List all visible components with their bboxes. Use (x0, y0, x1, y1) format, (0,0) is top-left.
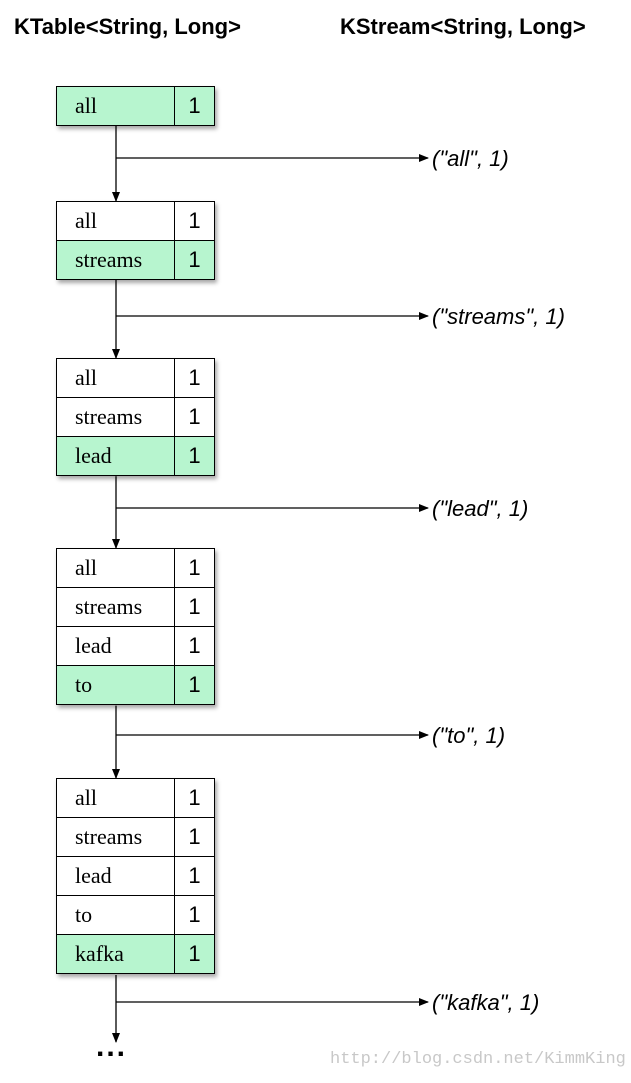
continuation-ellipsis: ... (96, 1030, 128, 1063)
ktable-state-5: all 1 streams 1 lead 1 to 1 kafka 1 (56, 778, 215, 974)
table-row: all 1 (57, 202, 214, 241)
table-row: all 1 (57, 779, 214, 818)
table-row: streams 1 (57, 398, 214, 437)
ktable-state-3: all 1 streams 1 lead 1 (56, 358, 215, 476)
row-count: 1 (188, 93, 201, 118)
row-count: 1 (188, 785, 201, 810)
stream-record-4: ("to", 1) (432, 723, 506, 748)
stream-record-2: ("streams", 1) (432, 304, 565, 329)
row-count: 1 (188, 824, 201, 849)
watermark: http://blog.csdn.net/KimmKing (330, 1050, 626, 1069)
row-count: 1 (188, 941, 201, 966)
table-row: lead 1 (57, 437, 214, 475)
row-key: lead (57, 627, 175, 665)
kstream-header: KStream<String, Long> (340, 14, 586, 39)
row-count: 1 (188, 633, 201, 658)
row-key: to (57, 666, 175, 704)
row-key: all (57, 779, 175, 817)
table-row: kafka 1 (57, 935, 214, 973)
row-count: 1 (188, 555, 201, 580)
row-key: kafka (57, 935, 175, 973)
row-key: all (57, 549, 175, 587)
row-key: lead (57, 857, 175, 895)
ktable-header: KTable<String, Long> (14, 14, 241, 39)
row-key: streams (57, 818, 175, 856)
table-row: all 1 (57, 87, 214, 125)
stream-record-5: ("kafka", 1) (432, 990, 540, 1015)
row-count: 1 (188, 594, 201, 619)
row-count: 1 (188, 672, 201, 697)
row-count: 1 (188, 863, 201, 888)
table-row: all 1 (57, 359, 214, 398)
stream-record-3: ("lead", 1) (432, 496, 529, 521)
row-count: 1 (188, 902, 201, 927)
table-row: all 1 (57, 549, 214, 588)
ktable-state-1: all 1 (56, 86, 215, 126)
table-row: lead 1 (57, 627, 214, 666)
row-key: all (57, 202, 175, 240)
row-key: lead (57, 437, 175, 475)
row-key: streams (57, 241, 175, 279)
row-count: 1 (188, 365, 201, 390)
row-key: all (57, 359, 175, 397)
table-row: to 1 (57, 896, 214, 935)
row-key: streams (57, 398, 175, 436)
row-key: streams (57, 588, 175, 626)
row-count: 1 (188, 208, 201, 233)
table-row: streams 1 (57, 818, 214, 857)
table-row: streams 1 (57, 588, 214, 627)
stream-record-1: ("all", 1) (432, 146, 509, 171)
table-row: streams 1 (57, 241, 214, 279)
table-row: to 1 (57, 666, 214, 704)
table-row: lead 1 (57, 857, 214, 896)
row-key: all (57, 87, 175, 125)
row-count: 1 (188, 247, 201, 272)
ktable-state-2: all 1 streams 1 (56, 201, 215, 280)
ktable-state-4: all 1 streams 1 lead 1 to 1 (56, 548, 215, 705)
row-count: 1 (188, 443, 201, 468)
row-count: 1 (188, 404, 201, 429)
row-key: to (57, 896, 175, 934)
